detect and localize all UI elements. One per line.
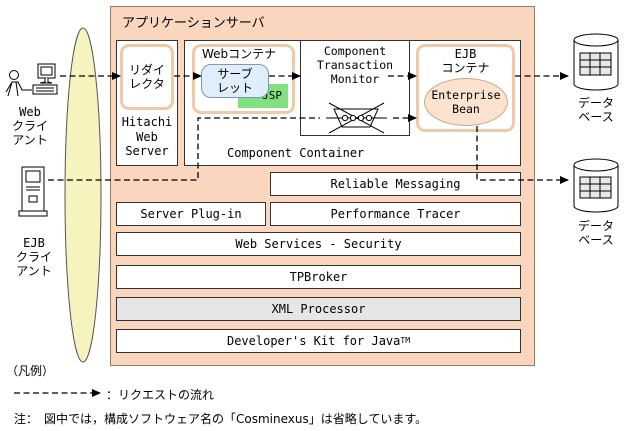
enterprise-bean: Enterprise Bean [424, 78, 508, 126]
legend-arrow-label: ：リクエストの流れ [106, 388, 215, 402]
trademark-mark: TM [400, 336, 411, 346]
arrow-ejbclient-ctm [48, 117, 320, 181]
database-icon-1 [573, 33, 619, 91]
ctm-label: Component Transaction Monitor [316, 44, 394, 86]
web-client-icon [5, 63, 58, 97]
ejb-container-title: EJB コンテナ [441, 47, 490, 75]
redirector-label-2: レクタ [129, 77, 165, 91]
legend-heading: （凡例） [6, 364, 55, 378]
tpbroker-bar: TPBroker [116, 265, 521, 289]
arrow-ejb-db2 [476, 126, 569, 184]
footnote: 注： 図中では，構成ソフトウェア名の「Cosminexus」は省略しています。 [14, 412, 428, 426]
database-label-2: データ ベース [577, 219, 614, 247]
database-icon-2 [573, 158, 619, 213]
reliable-messaging-bar: Reliable Messaging [270, 172, 521, 196]
transaction-queue-icon [326, 102, 387, 134]
web-client-label: Web クライ アント [11, 105, 48, 147]
ejb-client-label: EJB クライ アント [15, 236, 52, 278]
servlet-label-1: サーブ [217, 67, 253, 81]
ejb-client-icon [18, 166, 48, 217]
server-plugin-bar: Server Plug-in [116, 202, 266, 226]
xml-processor-bar: XML Processor [116, 297, 521, 321]
servlet-box: サーブ レット [201, 64, 269, 98]
request-flow-arrows [14, 72, 569, 397]
database-label-1: データ ベース [577, 96, 614, 124]
performance-tracer-bar: Performance Tracer [270, 202, 521, 226]
hitachi-web-server-label: Hitachi Web Server [121, 115, 173, 159]
web-container-title: Webコンテナ [202, 47, 277, 61]
web-services-security-bar: Web Services - Security [116, 232, 521, 256]
component-container-label: Component Container [227, 146, 365, 160]
network-ellipse [64, 27, 102, 363]
redirector-box: リダイ レクタ [120, 44, 174, 110]
redirector-label-1: リダイ [128, 62, 165, 77]
servlet-label-2: レット [216, 81, 253, 95]
application-server-title: アプリケーションサーバ [122, 16, 265, 31]
